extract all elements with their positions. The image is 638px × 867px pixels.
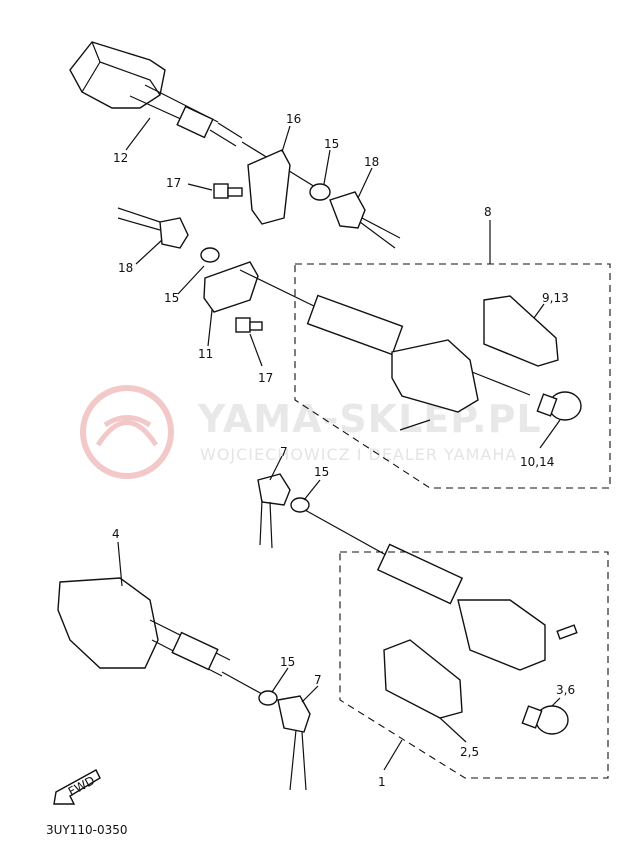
diagram-code: 3UY110-0350 — [46, 823, 128, 837]
nut-15-low — [290, 497, 310, 513]
bolt-17-top — [213, 183, 243, 199]
callout-11: 11 — [198, 347, 213, 361]
callout-15-mid: 15 — [164, 291, 179, 305]
leader-lines — [117, 117, 561, 771]
callout-10-14: 10,14 — [520, 455, 554, 469]
flasher-body-8 — [306, 294, 479, 413]
grommet-7-bottom — [277, 695, 311, 733]
callout-18-mid: 18 — [118, 261, 133, 275]
callout-1: 1 — [378, 775, 386, 789]
callout-17-top: 17 — [166, 176, 181, 190]
fwd-label: FWD — [66, 773, 97, 799]
group-box-8 — [294, 263, 611, 489]
grommet-18-mid — [159, 217, 189, 249]
watermark-brand: YAMA-SKLEP.PL — [197, 397, 542, 441]
callout-15-low: 15 — [314, 465, 329, 479]
nut-15-bottom — [258, 690, 278, 706]
screw — [556, 624, 578, 640]
flasher-body-1 — [376, 543, 546, 671]
callout-8: 8 — [484, 205, 492, 219]
bulb-10-14 — [536, 391, 582, 421]
grommet-18-top — [329, 191, 366, 229]
bulb-3-6 — [521, 705, 569, 735]
lens-2-5 — [383, 639, 463, 719]
callout-16: 16 — [286, 112, 301, 126]
callout-15-bottom: 15 — [280, 655, 295, 669]
callout-4: 4 — [112, 527, 120, 541]
watermark: YAMA-SKLEP.PL WOJCIECHOWICZ I DEALER YAM… — [80, 385, 542, 479]
callout-9-13: 9,13 — [542, 291, 569, 305]
bracket-16 — [247, 149, 291, 225]
callout-7-bottom: 7 — [314, 673, 322, 687]
bolt-17-mid — [235, 317, 263, 333]
callout-17-mid: 17 — [258, 371, 273, 385]
watermark-logo — [80, 385, 174, 479]
nut-15-mid — [200, 247, 220, 263]
callout-7-mid: 7 — [280, 445, 288, 459]
watermark-dealer: WOJCIECHOWICZ I DEALER YAMAHA — [200, 445, 517, 464]
flasher-assembly-12 — [69, 41, 321, 191]
callouts: 12 16 15 18 17 8 9,13 18 15 11 17 10,14 … — [112, 112, 575, 789]
grommet-7-mid — [257, 473, 291, 506]
fwd-arrow-icon: FWD — [53, 769, 101, 805]
callout-15-top: 15 — [324, 137, 339, 151]
callout-3-6: 3,6 — [556, 683, 575, 697]
callout-2-5: 2,5 — [460, 745, 479, 759]
nut-15-top — [309, 183, 331, 201]
flasher-assembly-4 — [57, 577, 263, 695]
bracket-11 — [203, 261, 259, 313]
callout-18-top: 18 — [364, 155, 379, 169]
group-box-1 — [339, 551, 609, 779]
lens-9-13 — [483, 295, 559, 367]
callout-12: 12 — [113, 151, 128, 165]
